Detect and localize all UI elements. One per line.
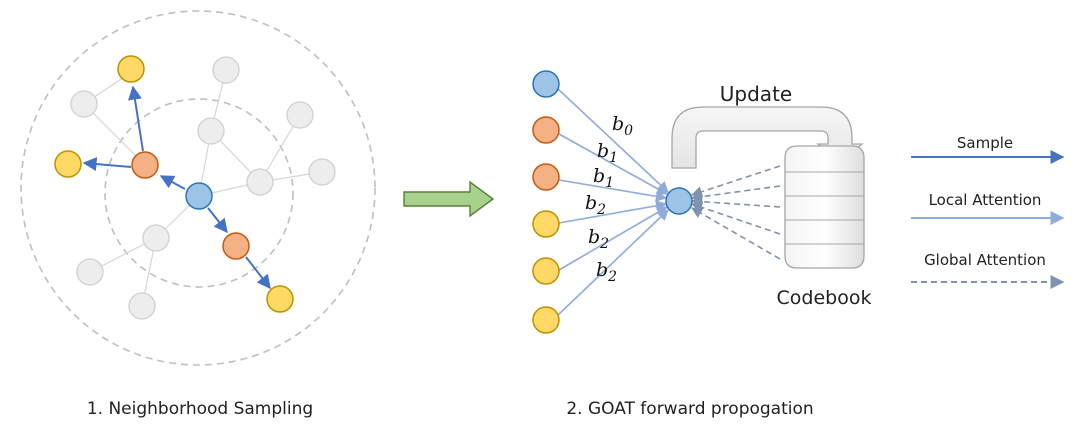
neighbor-node: [532, 70, 560, 98]
weight-label: b0: [612, 113, 633, 139]
update-label: Update: [720, 82, 792, 106]
sample-arrow: [245, 256, 271, 290]
right-caption: 2. GOAT forward propogation: [566, 399, 813, 419]
local-edge: [558, 206, 668, 271]
sample-arrow: [82, 157, 132, 172]
global-edge: [690, 165, 781, 198]
weight-label: b2: [588, 226, 609, 252]
hop2-node: [117, 55, 145, 83]
graph-node: [70, 90, 98, 118]
global-edge: [690, 196, 781, 208]
graph-node: [197, 117, 225, 145]
hop2-node: [54, 150, 82, 178]
green-arrow-icon: [403, 180, 495, 218]
weight-label: b2: [596, 259, 617, 285]
local-attention-lines: [556, 87, 669, 317]
neighbor-node: [532, 257, 560, 285]
legend-global-label: Global Attention: [924, 251, 1046, 269]
left-caption: 1. Neighborhood Sampling: [87, 399, 313, 419]
neighbor-node: [532, 116, 560, 144]
neighbor-node: [532, 163, 560, 191]
hop1-node: [222, 232, 250, 260]
legend-sample-label: Sample: [957, 134, 1013, 152]
neighbor-node: [532, 306, 560, 334]
graph-node: [246, 168, 274, 196]
graph-node: [76, 258, 104, 286]
sample-arrow: [207, 207, 228, 234]
center-node: [665, 187, 693, 215]
sample-arrows: [82, 85, 271, 290]
graph-node: [212, 56, 240, 84]
weight-label: b2: [585, 192, 606, 218]
global-edge: [690, 201, 781, 235]
weight-label: b1: [597, 140, 618, 166]
local-edge: [556, 87, 669, 193]
sample-arrow: [159, 175, 186, 190]
graph-node: [142, 224, 170, 252]
graph-node: [308, 158, 336, 186]
target-node: [185, 182, 213, 210]
legend: Sample Local Attention Global Attention: [911, 134, 1065, 289]
local-edge: [558, 133, 668, 195]
hop1-node: [131, 151, 159, 179]
global-edge: [691, 207, 781, 260]
sample-arrow: [128, 85, 144, 152]
global-edge: [690, 185, 781, 203]
legend-local-label: Local Attention: [929, 191, 1042, 209]
weight-label: b1: [593, 165, 614, 191]
local-edge: [558, 179, 668, 202]
neighborhood-graph: [20, 10, 376, 366]
global-attention-lines: [690, 165, 781, 260]
local-edge: [558, 200, 668, 224]
local-edge: [556, 209, 669, 317]
outer-hop-circle: [20, 10, 376, 366]
graph-node: [286, 101, 314, 129]
neighbor-node: [532, 210, 560, 238]
gray-nodes: [70, 56, 336, 320]
codebook: [784, 145, 865, 269]
graph-node: [128, 292, 156, 320]
hop2-node: [266, 285, 294, 313]
inner-hop-circle: [104, 98, 294, 288]
codebook-label: Codebook: [777, 287, 872, 309]
